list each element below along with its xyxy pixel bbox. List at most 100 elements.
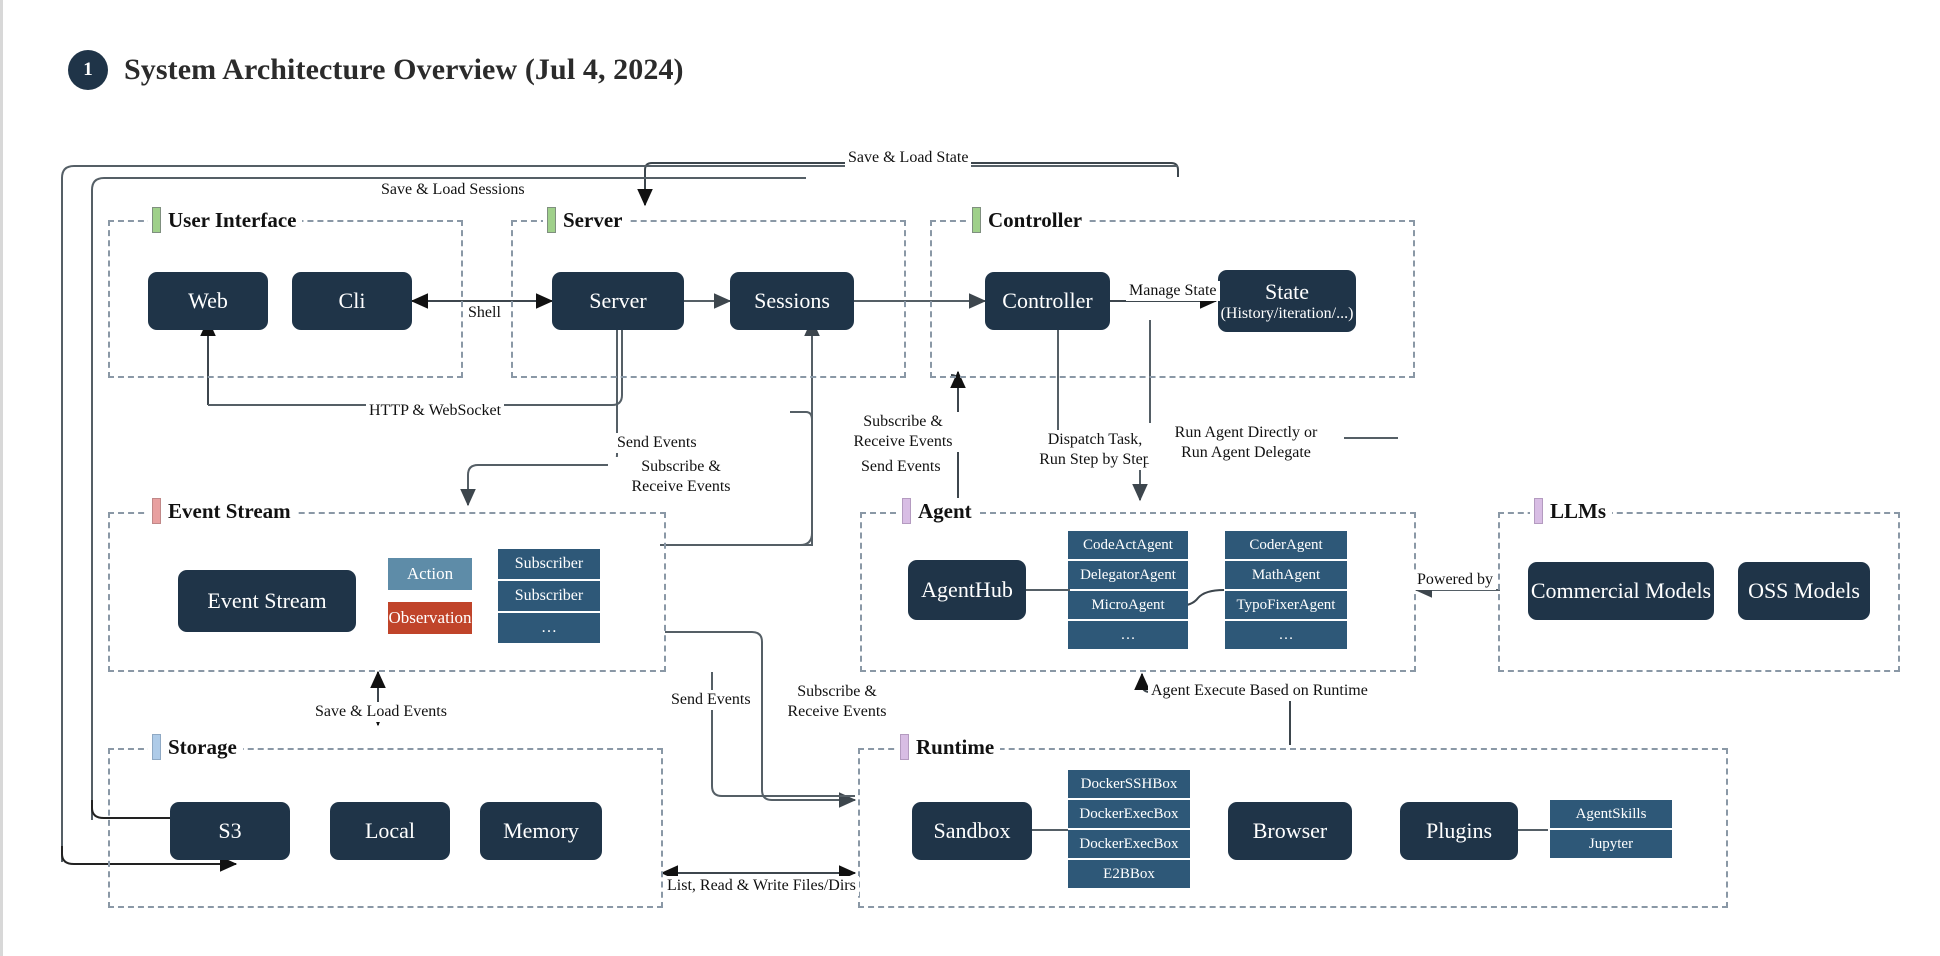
stack-agents-left: CodeActAgent DelegatorAgent MicroAgent …	[1068, 531, 1188, 649]
chip-observation-label: Observation	[388, 608, 472, 627]
node-state[interactable]: State (History/iteration/...)	[1218, 270, 1356, 332]
tile-e2bbox[interactable]: E2BBox	[1068, 860, 1190, 888]
tile-dockerexecbox-2[interactable]: DockerExecBox	[1068, 830, 1190, 858]
node-server-label: Server	[589, 288, 647, 314]
group-title-event-stream: Event Stream	[168, 498, 291, 523]
node-browser-label: Browser	[1252, 818, 1328, 844]
tile-agentskills[interactable]: AgentSkills	[1550, 800, 1672, 828]
group-storage	[108, 748, 663, 908]
accent-bar-llms	[1534, 498, 1543, 524]
page-left-rule	[0, 0, 3, 956]
group-runtime	[858, 748, 1728, 908]
node-plugins-label: Plugins	[1425, 818, 1493, 844]
accent-bar-event-stream	[152, 498, 161, 524]
group-label-storage: Storage	[148, 734, 243, 760]
tile-jupyter[interactable]: Jupyter	[1550, 830, 1672, 858]
stack-agents-right: CoderAgent MathAgent TypoFixerAgent …	[1225, 531, 1347, 649]
edge-label-save-load-sessions: Save & Load Sessions	[378, 180, 528, 200]
group-title-llms: LLMs	[1550, 498, 1607, 523]
node-commercial-models[interactable]: Commercial Models	[1528, 562, 1714, 620]
node-s3[interactable]: S3	[170, 802, 290, 860]
page-title: System Architecture Overview (Jul 4, 202…	[124, 53, 684, 86]
node-server[interactable]: Server	[552, 272, 684, 330]
group-server	[511, 220, 906, 378]
group-title-user-interface: User Interface	[168, 207, 297, 232]
node-memory[interactable]: Memory	[480, 802, 602, 860]
edge-label-http-websocket: HTTP & WebSocket	[366, 401, 505, 421]
node-sessions[interactable]: Sessions	[730, 272, 854, 330]
page-header: 1 System Architecture Overview (Jul 4, 2…	[68, 50, 684, 90]
tile-subscriber-more[interactable]: …	[498, 613, 600, 643]
node-web-label: Web	[188, 288, 228, 314]
accent-bar-user-interface	[152, 207, 161, 233]
node-s3-label: S3	[218, 818, 242, 844]
tile-delegatoragent[interactable]: DelegatorAgent	[1068, 561, 1188, 589]
tile-subscriber-0[interactable]: Subscriber	[498, 549, 600, 579]
tile-typofixeragent[interactable]: TypoFixerAgent	[1225, 591, 1347, 619]
chip-observation[interactable]: Observation	[388, 602, 472, 634]
node-event-stream[interactable]: Event Stream	[178, 570, 356, 632]
group-label-user-interface: User Interface	[148, 207, 303, 233]
node-sessions-label: Sessions	[754, 288, 830, 314]
tile-coderagent[interactable]: CoderAgent	[1225, 531, 1347, 559]
header-badge: 1	[68, 50, 108, 90]
group-title-controller: Controller	[988, 207, 1083, 232]
stack-subscribers: Subscriber Subscriber …	[498, 549, 600, 643]
group-title-storage: Storage	[168, 734, 237, 759]
tile-agents-left-more[interactable]: …	[1068, 621, 1188, 649]
group-label-llms: LLMs	[1530, 498, 1613, 524]
tile-dockerexecbox-1[interactable]: DockerExecBox	[1068, 800, 1190, 828]
edge-label-save-load-events: Save & Load Events	[312, 702, 450, 722]
group-label-event-stream: Event Stream	[148, 498, 297, 524]
node-browser[interactable]: Browser	[1228, 802, 1352, 860]
group-label-runtime: Runtime	[896, 734, 1001, 760]
edge-label-list-read-write: List, Read & Write Files/Dirs	[664, 876, 859, 896]
node-commercial-models-label: Commercial Models	[1530, 578, 1712, 604]
accent-bar-storage	[152, 734, 161, 760]
group-title-runtime: Runtime	[916, 734, 995, 759]
stack-sandboxes: DockerSSHBox DockerExecBox DockerExecBox…	[1068, 770, 1190, 888]
node-cli[interactable]: Cli	[292, 272, 412, 330]
node-event-stream-label: Event Stream	[207, 588, 327, 614]
edge-label-send-events-2: Send Events	[858, 457, 944, 477]
tile-microagent[interactable]: MicroAgent	[1068, 591, 1188, 619]
node-local[interactable]: Local	[330, 802, 450, 860]
group-event-stream	[108, 512, 666, 672]
accent-bar-runtime	[900, 734, 909, 760]
node-agent-hub[interactable]: AgentHub	[908, 560, 1026, 620]
edge-label-send-events-1: Send Events	[614, 433, 700, 453]
accent-bar-agent	[902, 498, 911, 524]
tile-agents-right-more[interactable]: …	[1225, 621, 1347, 649]
tile-mathagent[interactable]: MathAgent	[1225, 561, 1347, 589]
group-title-server: Server	[563, 207, 623, 232]
node-controller-label: Controller	[1002, 288, 1093, 314]
edge-label-agent-execute: Agent Execute Based on Runtime	[1148, 681, 1371, 701]
tile-subscriber-1[interactable]: Subscriber	[498, 581, 600, 611]
group-agent	[860, 512, 1416, 672]
node-local-label: Local	[364, 818, 416, 844]
node-controller[interactable]: Controller	[985, 272, 1110, 330]
node-state-label: State	[1265, 278, 1309, 304]
tile-codeactagent[interactable]: CodeActAgent	[1068, 531, 1188, 559]
group-label-server: Server	[543, 207, 629, 233]
edge-label-manage-state: Manage State	[1126, 281, 1220, 301]
accent-bar-controller	[972, 207, 981, 233]
group-label-controller: Controller	[968, 207, 1089, 233]
group-title-agent: Agent	[918, 498, 972, 523]
node-oss-models[interactable]: OSS Models	[1738, 562, 1870, 620]
accent-bar-server	[547, 207, 556, 233]
tile-dockersshbox[interactable]: DockerSSHBox	[1068, 770, 1190, 798]
edge-label-shell: Shell	[465, 303, 504, 323]
node-sandbox[interactable]: Sandbox	[912, 802, 1032, 860]
edge-label-subscribe-receive-2: Subscribe &Receive Events	[824, 412, 982, 452]
chip-action[interactable]: Action	[388, 558, 472, 590]
node-web[interactable]: Web	[148, 272, 268, 330]
group-controller	[930, 220, 1415, 378]
group-llms	[1498, 512, 1900, 672]
node-state-sublabel: (History/iteration/...)	[1220, 304, 1354, 322]
node-memory-label: Memory	[503, 818, 579, 844]
node-plugins[interactable]: Plugins	[1400, 802, 1518, 860]
node-oss-models-label: OSS Models	[1748, 578, 1860, 604]
